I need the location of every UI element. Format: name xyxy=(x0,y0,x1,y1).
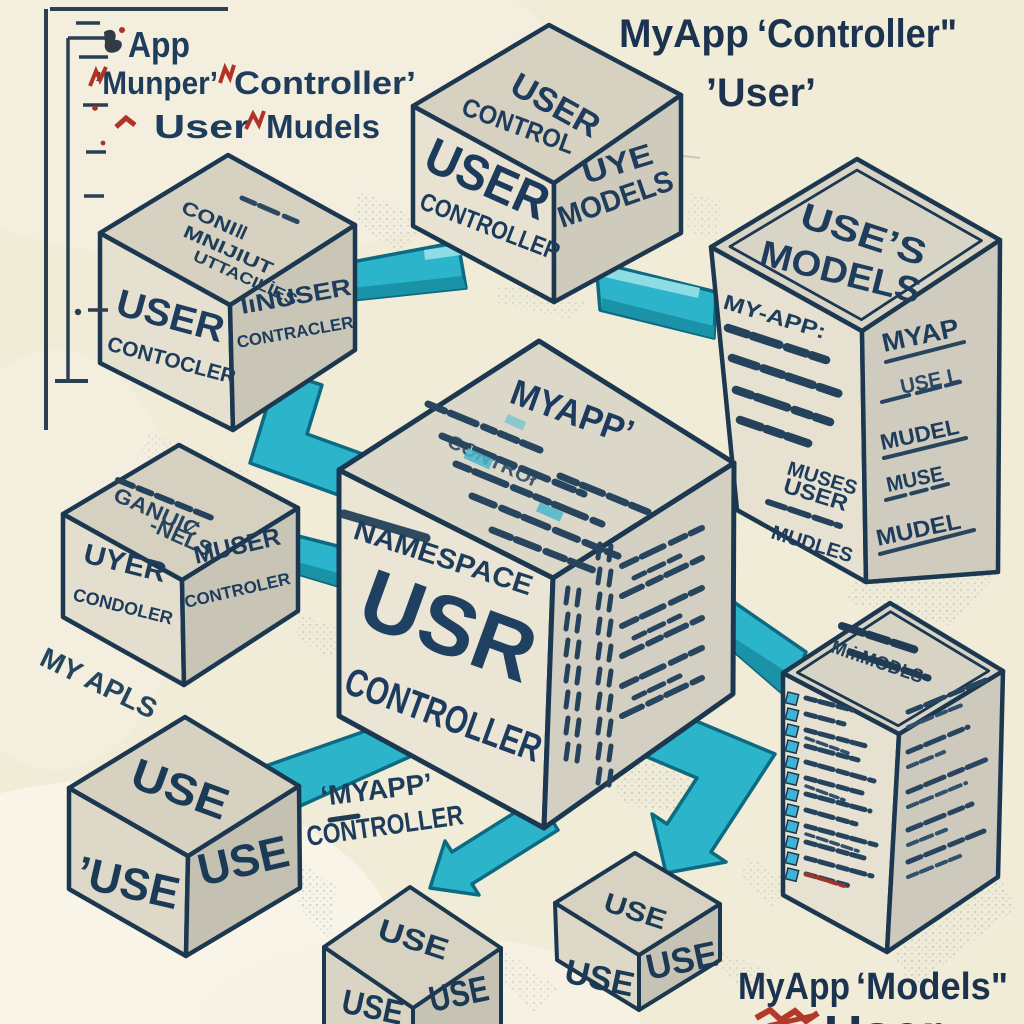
svg-text:App: App xyxy=(128,24,190,65)
svg-text:ʻControllerʺ: ʻControllerʺ xyxy=(757,12,957,56)
svg-text:MyApp: MyApp xyxy=(738,966,850,1008)
svg-text:ʼMunperʼ: ʼMunperʼ xyxy=(94,65,218,101)
svg-text:User: User xyxy=(154,108,250,145)
svg-text:ʼUserʼ: ʼUserʼ xyxy=(706,71,816,115)
svg-text:Mudels: Mudels xyxy=(266,108,380,145)
svg-text:ʻModelsʺ: ʻModelsʺ xyxy=(856,966,1008,1008)
svg-text:User: User xyxy=(824,1006,942,1024)
svg-text:MyApp: MyApp xyxy=(619,12,749,56)
svg-text:Controllerʼ: Controllerʼ xyxy=(234,65,416,101)
